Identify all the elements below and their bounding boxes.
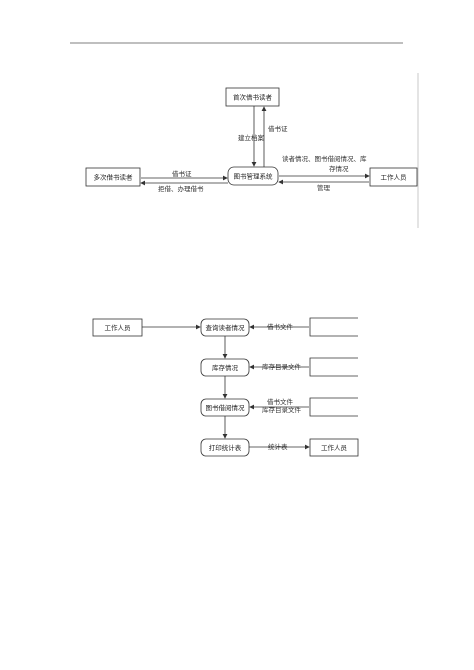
node-system: 图书管理系统 xyxy=(227,166,279,186)
datastore-stock-catalog xyxy=(309,357,358,377)
label-borrow-file: 借书文件 xyxy=(267,322,294,331)
label-card-left: 借书证 xyxy=(172,169,192,178)
label-create-file: 建立档案 xyxy=(238,133,265,142)
node-system-label: 图书管理系统 xyxy=(234,172,274,181)
label-manage: 管理 xyxy=(317,183,331,192)
node-staff-top-label: 工作人员 xyxy=(105,323,132,332)
label-stat-table: 统计表 xyxy=(268,442,288,451)
node-staff-bottom-label: 工作人员 xyxy=(321,443,348,452)
label-info-line2: 存情况 xyxy=(329,164,349,173)
node-stock: 库存情况 xyxy=(200,358,250,377)
node-multi-reader: 多次借书读者 xyxy=(85,167,141,187)
node-first-reader-label: 首次借书读者 xyxy=(233,93,273,102)
label-refuse-borrow: 拒借、办理借书 xyxy=(158,184,204,193)
dataflow-diagram: 工作人员 查询读者情况 库存情况 图书借阅情况 打印统计表 工作人员 xyxy=(92,317,359,457)
node-query-label: 查询读者情况 xyxy=(206,323,246,332)
node-lending: 图书借阅情况 xyxy=(200,398,250,417)
node-print: 打印统计表 xyxy=(200,438,250,457)
node-stock-label: 库存情况 xyxy=(212,363,239,372)
label-info-line1: 读者情况、图书借阅情况、库 xyxy=(282,154,367,163)
datastore-borrow-file xyxy=(309,317,358,337)
node-staff-label: 工作人员 xyxy=(381,173,408,182)
label-card-up: 借书证 xyxy=(268,124,288,133)
node-staff-top: 工作人员 xyxy=(92,318,143,337)
context-diagram: 首次借书读者 图书管理系统 多次借书读者 工作人员 建立档案 借书证 借书证 拒… xyxy=(85,87,418,193)
label-borrow-file-2: 借书文件 xyxy=(267,397,294,406)
node-staff: 工作人员 xyxy=(369,167,418,187)
node-query: 查询读者情况 xyxy=(200,318,250,337)
node-multi-reader-label: 多次借书读者 xyxy=(94,173,134,182)
node-lending-label: 图书借阅情况 xyxy=(206,403,246,412)
datastore-borrow-stock xyxy=(309,397,358,417)
node-print-label: 打印统计表 xyxy=(209,443,242,452)
label-stock-catalog-2: 库存目录文件 xyxy=(262,405,302,414)
node-first-reader: 首次借书读者 xyxy=(225,87,280,107)
node-staff-bottom: 工作人员 xyxy=(309,438,359,457)
label-stock-catalog: 库存目录文件 xyxy=(262,362,302,371)
